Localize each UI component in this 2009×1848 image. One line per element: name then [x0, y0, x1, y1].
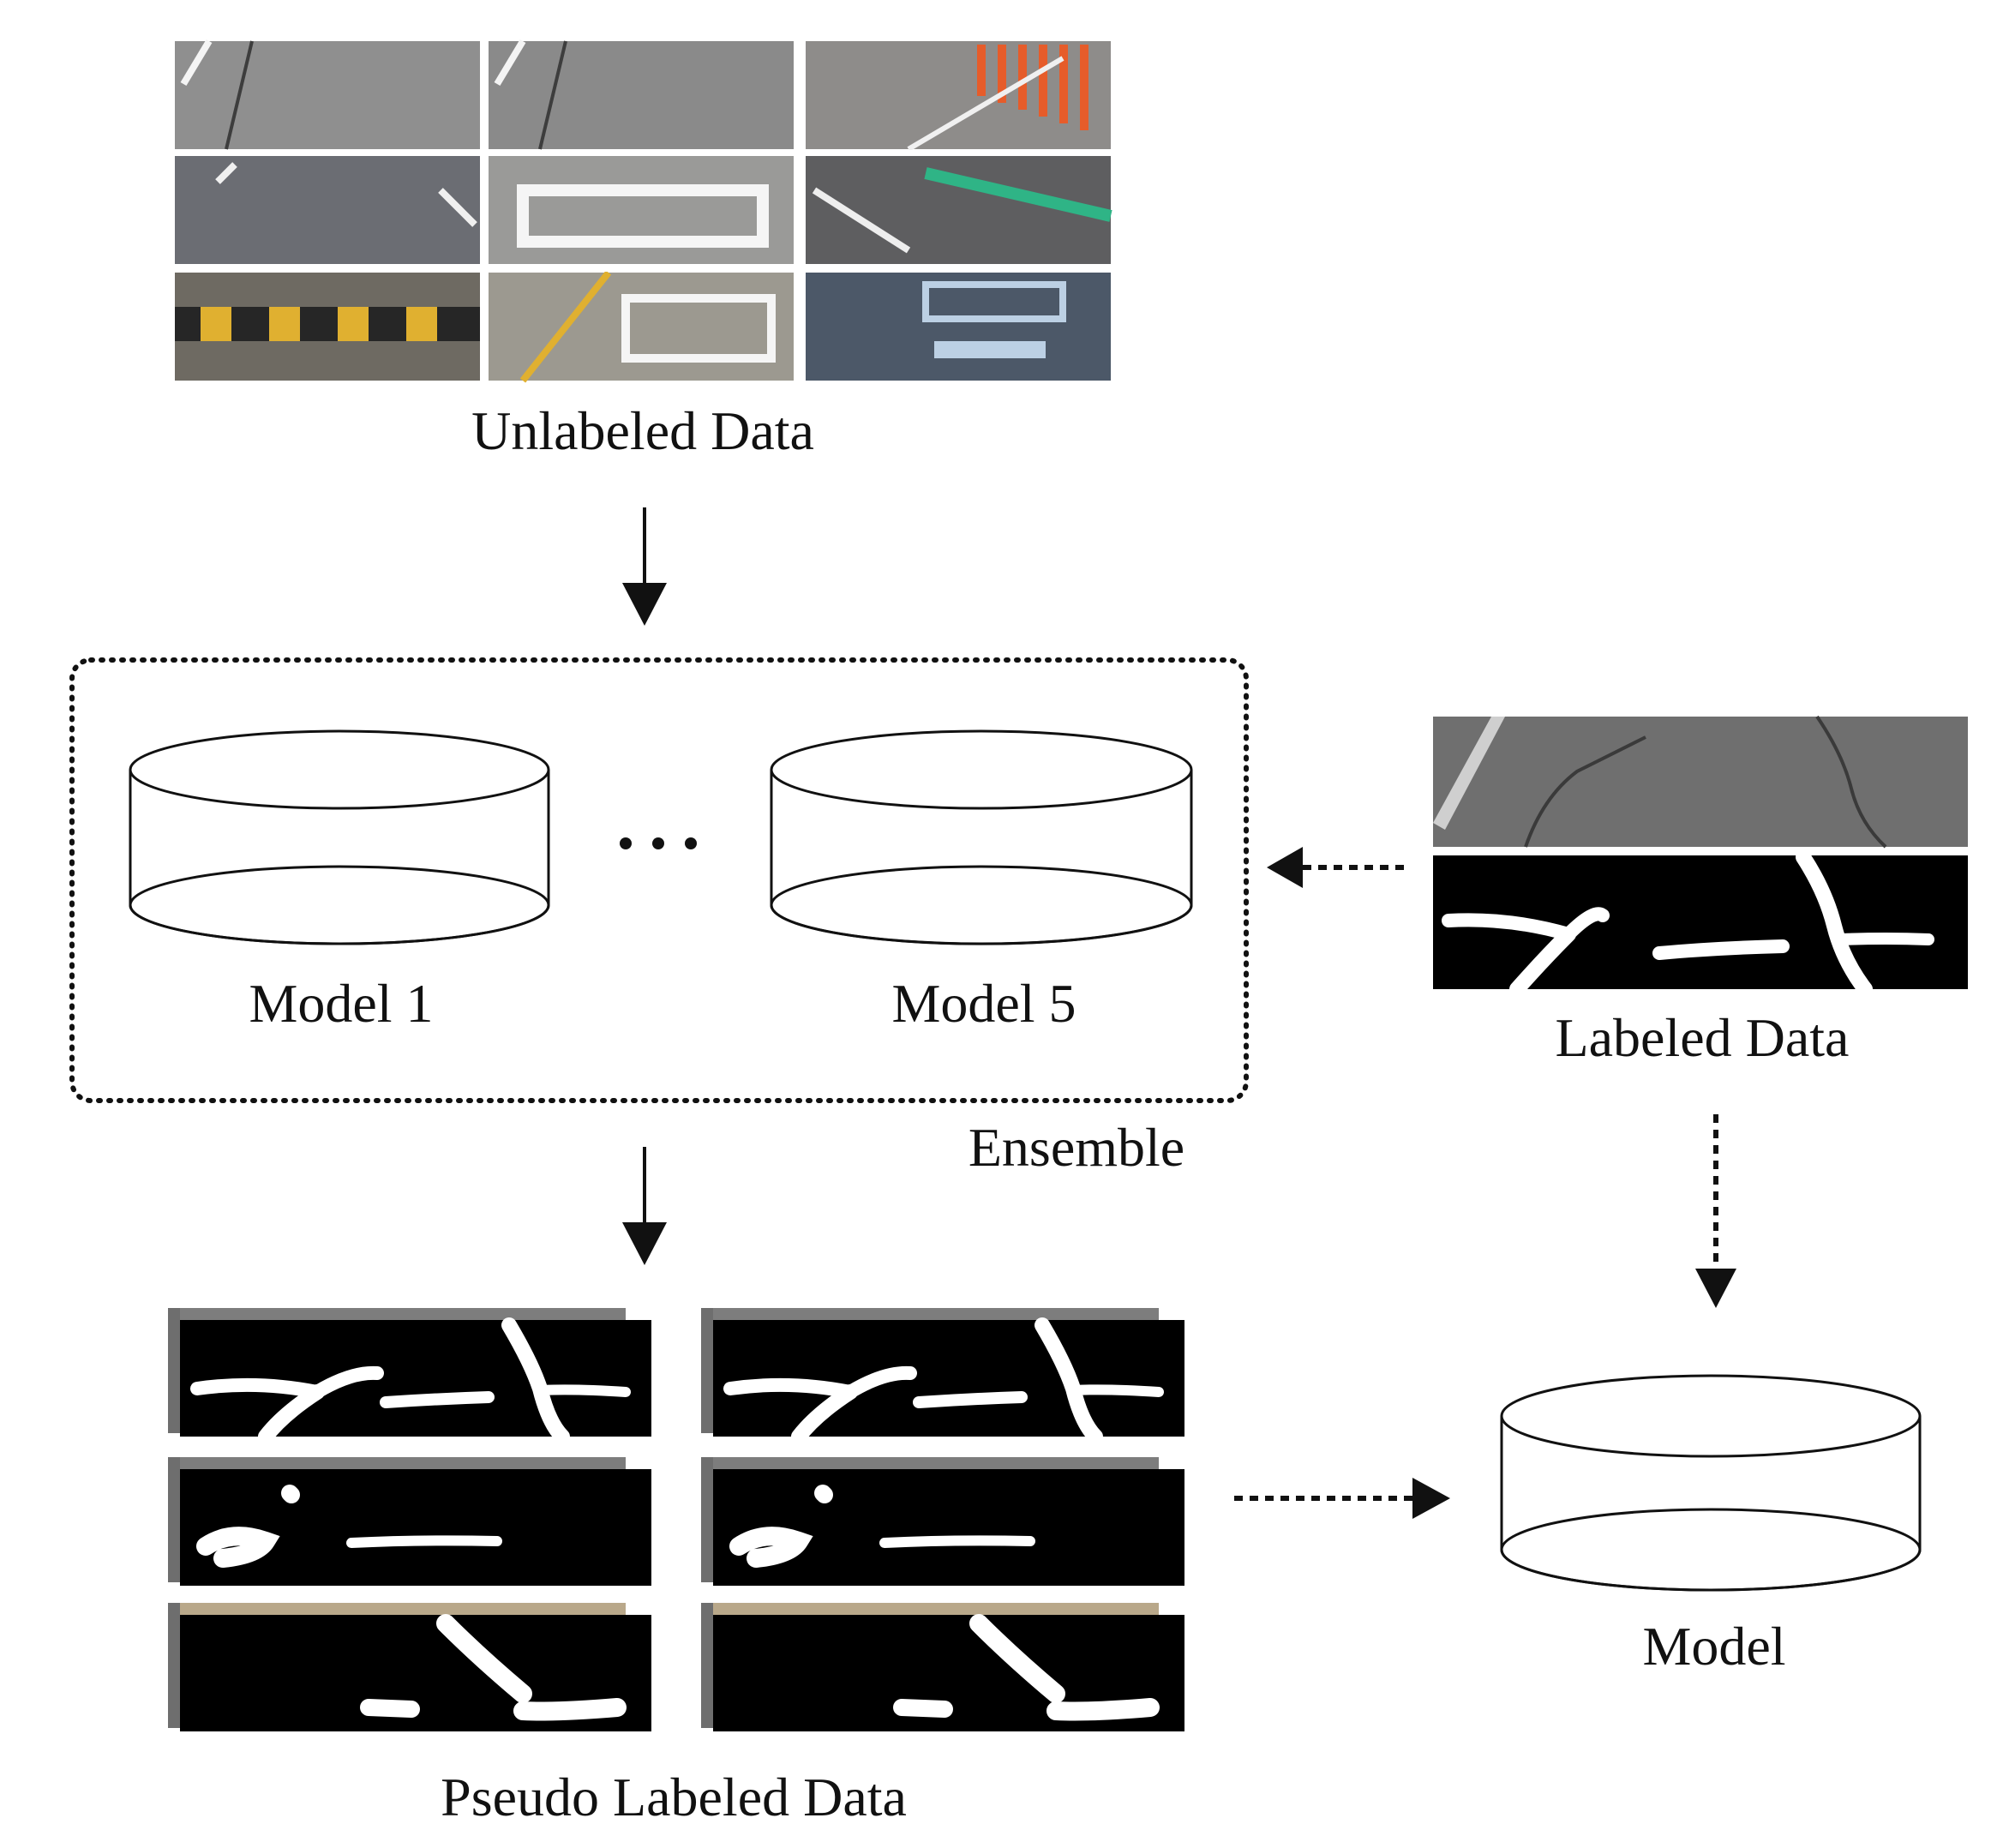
pseudo-label-mask: [701, 1457, 1184, 1586]
unlabeled-tile: [489, 39, 794, 150]
pseudo-label-mask: [168, 1308, 651, 1444]
unlabeled-data-label: Unlabeled Data: [471, 400, 814, 461]
final-model-label: Model: [1642, 1616, 1785, 1677]
final-model-cylinder: [1500, 1374, 1922, 1592]
unlabeled-tile: [806, 156, 1112, 264]
unlabeled-tile: [806, 273, 1111, 381]
ensemble-box: [69, 657, 1249, 1103]
ellipsis-dots: [620, 837, 697, 849]
model-1-cylinder: [129, 729, 550, 945]
unlabeled-data-grid: [175, 39, 1112, 383]
model-5-label: Model 5: [891, 973, 1076, 1034]
ensemble-label: Ensemble: [969, 1117, 1184, 1178]
pseudo-label-mask: [701, 1603, 1184, 1731]
pseudo-labeled-data-label: Pseudo Labeled Data: [441, 1767, 907, 1827]
unlabeled-tile: [806, 41, 1111, 152]
arrow-labeled-to-ensemble-head: [1267, 847, 1303, 888]
arrow-labeled-to-model-head: [1695, 1269, 1736, 1308]
arrow-ensemble-to-pseudo-head: [622, 1222, 667, 1265]
pseudo-labeled-data-grid: [168, 1308, 1184, 1731]
model-5-cylinder: [770, 729, 1193, 945]
labeled-data-label: Labeled Data: [1556, 1007, 1850, 1068]
model-1-label: Model 1: [249, 973, 433, 1034]
pseudo-label-mask: [701, 1308, 1184, 1444]
unlabeled-tile: [175, 39, 480, 150]
unlabeled-tile: [489, 156, 794, 264]
unlabeled-tile: [489, 270, 794, 383]
unlabeled-tile: [175, 156, 480, 264]
arrow-pseudo-to-model-head: [1412, 1478, 1450, 1519]
pseudo-label-mask: [168, 1457, 651, 1586]
pseudo-label-mask: [168, 1603, 651, 1731]
unlabeled-tile: [175, 273, 480, 381]
arrow-unlabeled-to-ensemble-head: [622, 583, 667, 626]
labeled-data-image: [1433, 715, 1968, 997]
